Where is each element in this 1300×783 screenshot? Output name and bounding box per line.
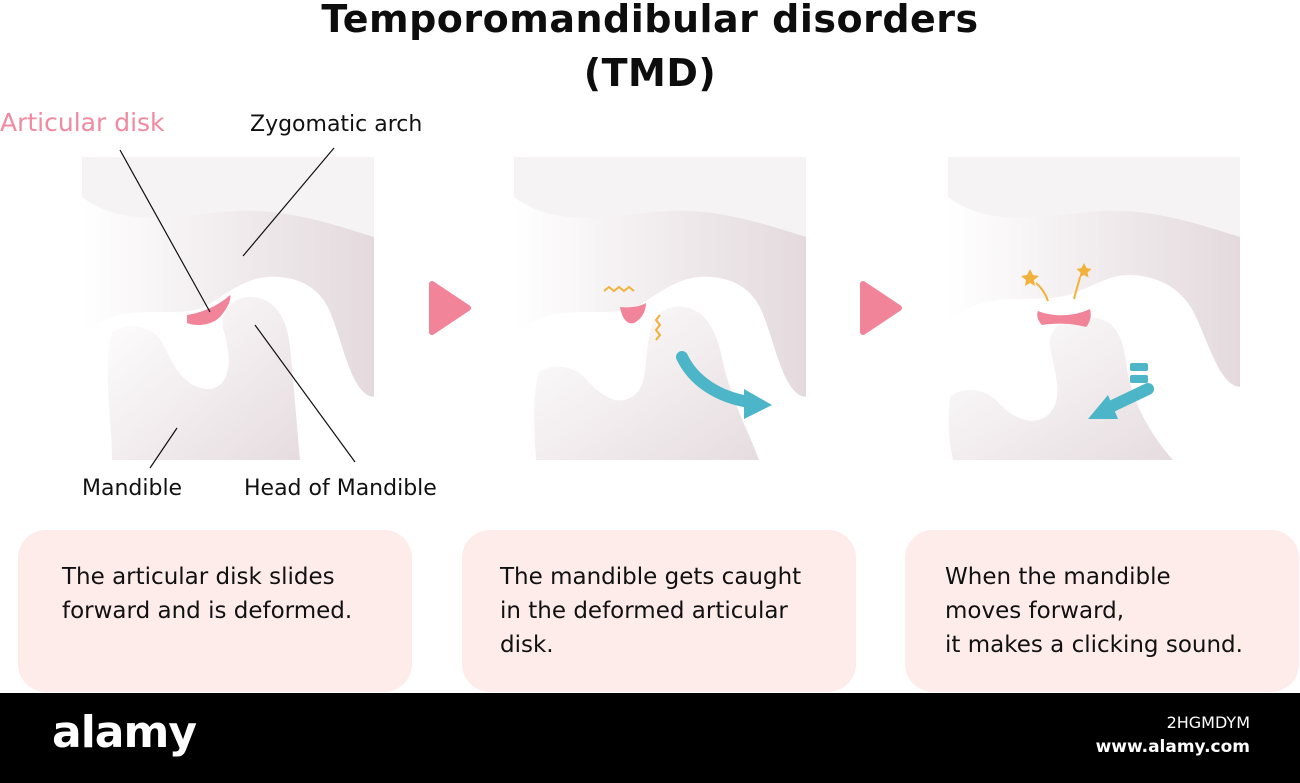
caption-line: in the deformed articular — [500, 598, 788, 624]
mandible-bone — [948, 317, 1173, 460]
stock-footer-bar: alamy 2HGMDYM www.alamy.com — [0, 693, 1300, 783]
step-caption-3: When the mandible moves forward, it make… — [905, 530, 1299, 692]
click-star-icon — [1076, 263, 1092, 278]
label-articular-disk: Articular disk — [0, 108, 165, 137]
joint-panel-2 — [514, 157, 806, 460]
friction-spark-icon — [654, 314, 662, 341]
caption-line: moves forward, — [945, 598, 1125, 624]
next-step-arrow-1 — [429, 281, 471, 335]
label-head-of-mandible: Head of Mandible — [244, 476, 437, 501]
diagram-title: Temporomandibular disorders — [321, 0, 979, 41]
zygomatic-arch — [948, 157, 1240, 237]
articular-disk — [1037, 309, 1091, 327]
mandible-bone — [107, 297, 300, 460]
friction-spark-icon — [603, 285, 635, 293]
zygomatic-arch — [514, 157, 806, 237]
step-caption-1: The articular disk slides forward and is… — [18, 530, 412, 692]
movement-arrow — [676, 351, 755, 408]
caption-line: forward and is deformed. — [62, 598, 353, 624]
image-id: 2HGMDYM — [1166, 713, 1250, 732]
movement-arrow — [1100, 383, 1154, 415]
next-step-arrow-2 — [860, 281, 902, 335]
step-caption-2: The mandible gets caught in the deformed… — [462, 530, 856, 692]
label-zygomatic-arch: Zygomatic arch — [250, 112, 423, 137]
diagram-subtitle: (TMD) — [583, 51, 717, 95]
brand-logo[interactable]: alamy — [52, 707, 197, 758]
click-star-icon — [1021, 269, 1039, 286]
mandible-bone — [534, 306, 759, 460]
caption-line: When the mandible — [945, 564, 1171, 590]
label-mandible: Mandible — [82, 476, 183, 501]
caption-line: The articular disk slides — [62, 564, 335, 590]
articular-disk — [620, 303, 646, 324]
caption-line: disk. — [500, 632, 554, 658]
joint-panel-1 — [82, 157, 374, 460]
caption-line: it makes a clicking sound. — [945, 632, 1243, 658]
joint-panel-3 — [948, 157, 1240, 460]
caption-line: The mandible gets caught — [500, 564, 802, 590]
site-link[interactable]: www.alamy.com — [1095, 737, 1250, 757]
